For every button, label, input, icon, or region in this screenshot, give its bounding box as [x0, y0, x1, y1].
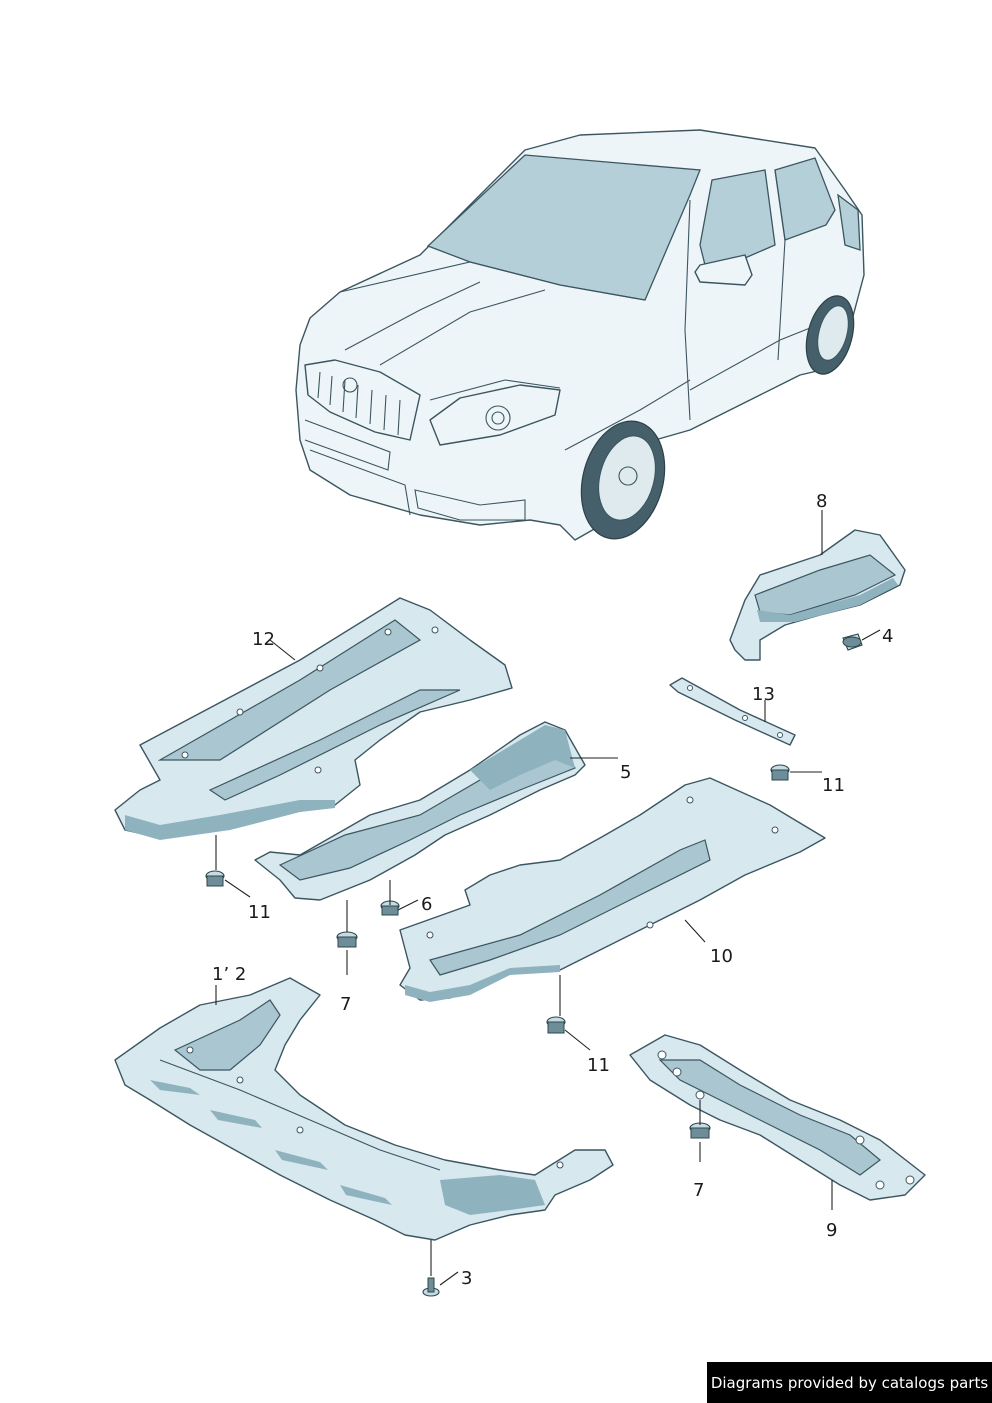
callout-11-left: 11 — [248, 902, 271, 923]
fastener-nut-4 — [842, 633, 863, 651]
leader-lines — [215, 510, 881, 1286]
part-8-heat-shield — [729, 529, 906, 661]
callout-5: 5 — [620, 762, 631, 783]
callout-11-right: 11 — [822, 775, 845, 796]
callout-7-center: 7 — [340, 994, 351, 1015]
fastener-nut-7-right — [689, 1122, 711, 1139]
part-5-tunnel-shield — [254, 721, 586, 901]
fastener-nut-7-center — [336, 931, 358, 948]
vehicle-illustration — [295, 129, 865, 541]
callout-labels: 8 4 12 13 5 11 11 6 10 7 1’ 2 11 7 9 3 — [212, 491, 893, 1289]
part-10-underbody-panel-right — [399, 777, 826, 1002]
fastener-nut-11-right — [770, 764, 790, 781]
callout-3: 3 — [461, 1268, 472, 1289]
callout-7-right: 7 — [693, 1180, 704, 1201]
callout-12: 12 — [252, 629, 275, 650]
part-1-2-engine-underguard — [114, 977, 614, 1241]
callout-9: 9 — [826, 1220, 837, 1241]
fastener-nut-6 — [380, 900, 400, 916]
part-13-bracket — [669, 677, 796, 746]
fastener-screw-3 — [422, 1277, 440, 1297]
callout-11-bottom: 11 — [587, 1055, 610, 1076]
part-9-rear-shield — [629, 1034, 926, 1201]
callout-1-2: 1’ 2 — [212, 964, 246, 985]
credit-badge: Diagrams provided by catalogs parts — [707, 1362, 992, 1403]
callout-6: 6 — [421, 894, 432, 915]
fastener-nut-11-left — [205, 870, 225, 887]
fastener-nut-11-bottom — [546, 1016, 566, 1034]
part-12-underbody-panel-left — [114, 597, 513, 840]
callout-8: 8 — [816, 491, 827, 512]
callout-10: 10 — [710, 946, 733, 967]
callout-4: 4 — [882, 626, 893, 647]
callout-13: 13 — [752, 684, 775, 705]
